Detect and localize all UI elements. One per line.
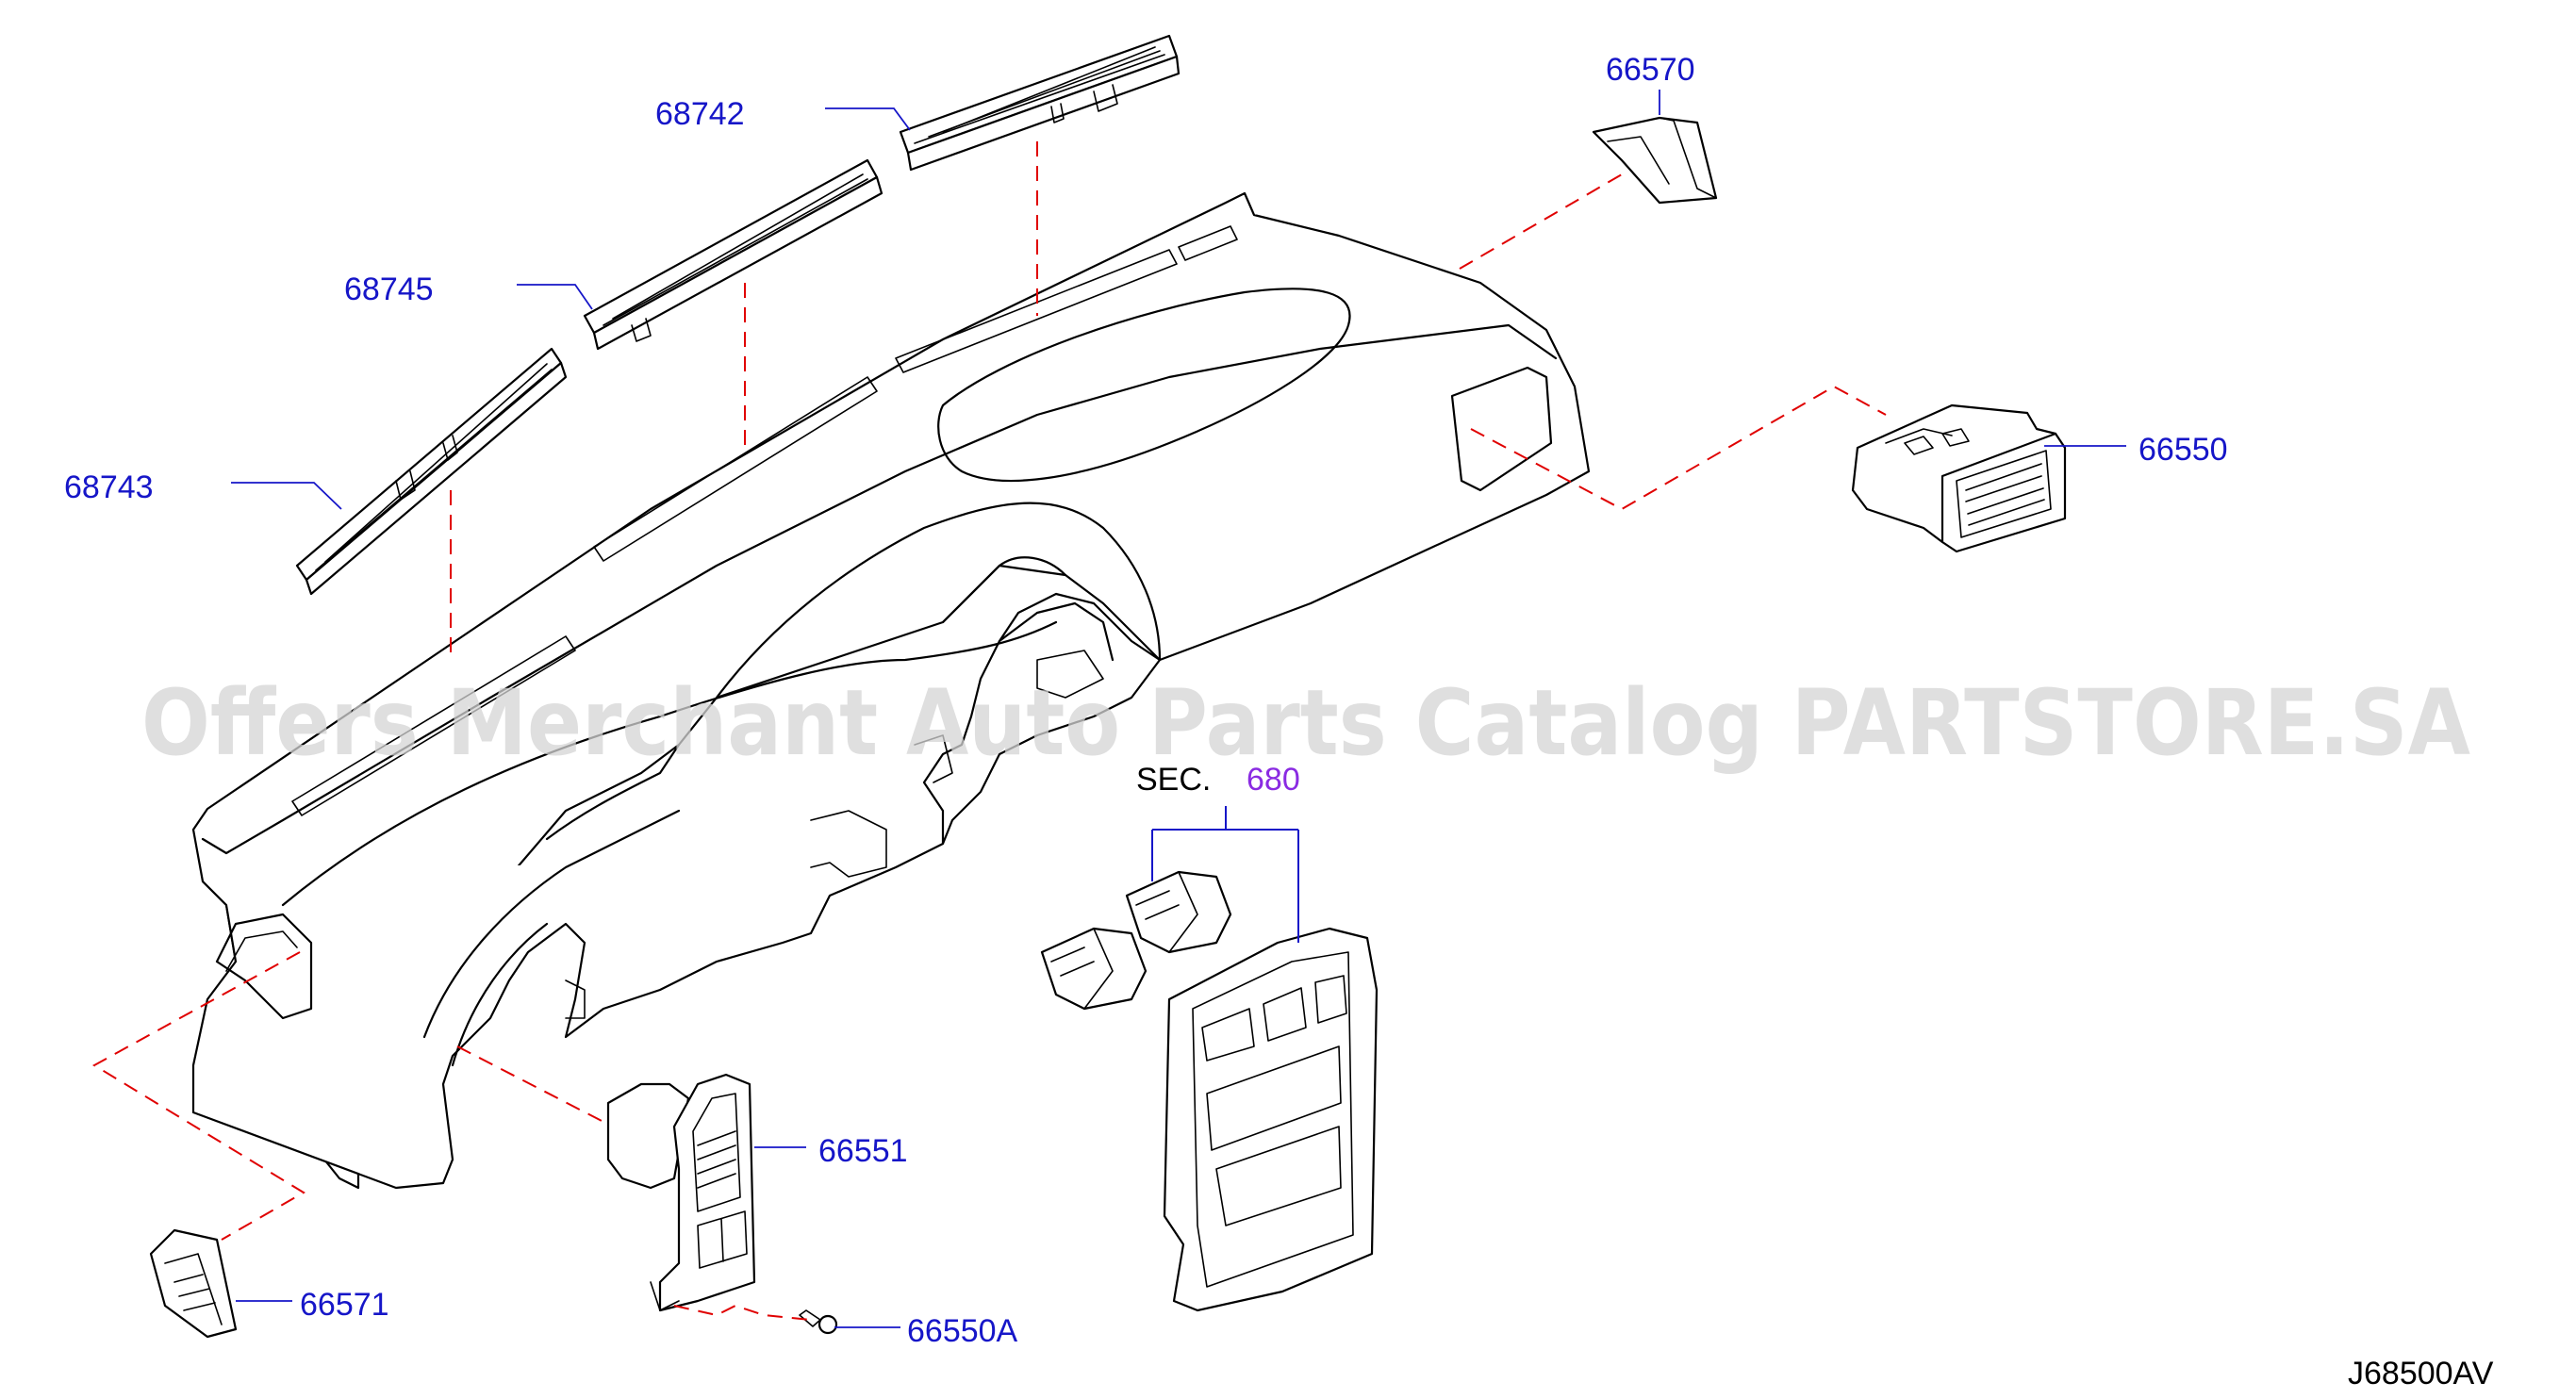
defroster-grille-68742[interactable] [899,34,1181,172]
ventilator-66551[interactable] [606,1073,756,1312]
defroster-grille-68743[interactable] [295,347,568,596]
ventilator-66571[interactable] [149,1228,238,1339]
ventilator-66550[interactable] [1851,403,2067,553]
part-label-66551[interactable]: 66551 [818,1133,908,1169]
part-label-68745[interactable]: 68745 [344,272,434,307]
cluster-lid-assembly[interactable] [1163,927,1379,1312]
part-label-68743[interactable]: 68743 [64,469,154,505]
part-label-68742[interactable]: 68742 [655,96,745,132]
section-number-link[interactable]: 680 [1247,762,1300,798]
defroster-grille-68745[interactable] [583,158,883,351]
part-label-66570[interactable]: 66570 [1606,52,1695,88]
screw-66550A[interactable] [799,1309,838,1335]
ventilator-66570[interactable] [1592,116,1718,205]
part-label-66550A[interactable]: 66550A [907,1313,1018,1349]
part-label-66550[interactable]: 66550 [2138,432,2228,468]
label-leaders [231,90,2126,1328]
part-label-66571[interactable]: 66571 [300,1287,389,1323]
center-vent-right[interactable] [1125,870,1232,954]
instrument-panel [191,191,1591,1190]
center-vent-left[interactable] [1040,927,1148,1011]
assembly-guides [92,141,1887,1321]
drawing-code: J68500AV [2348,1356,2494,1391]
section-prefix: SEC. [1136,762,1211,798]
watermark-text: Offers Merchant Auto Parts Catalog PARTS… [141,670,2470,776]
section-bracket [1151,806,1299,943]
